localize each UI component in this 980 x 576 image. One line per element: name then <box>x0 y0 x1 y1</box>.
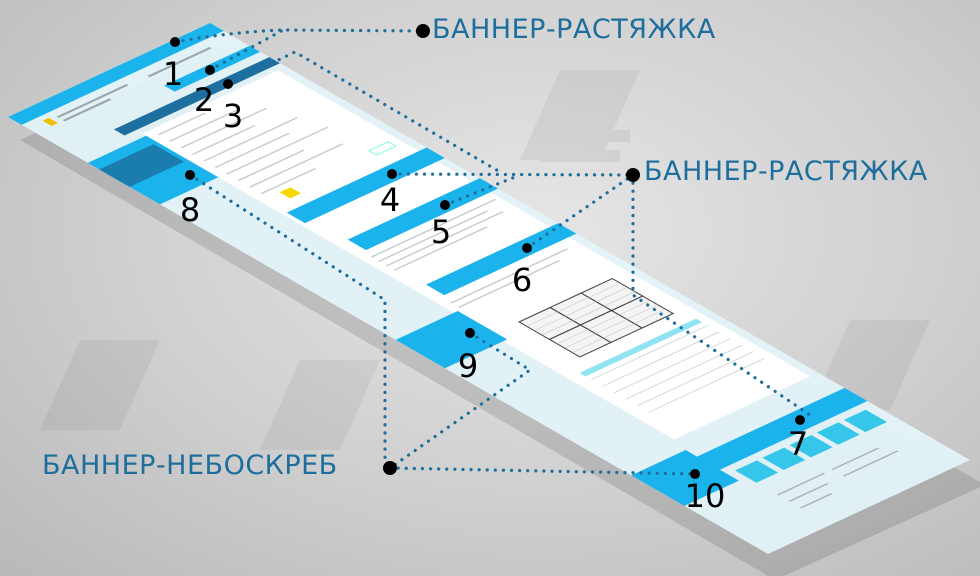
outline-button <box>368 141 397 156</box>
banner-1-top-stretch <box>8 23 224 125</box>
website-mockup <box>8 23 971 555</box>
banner-7-stretch <box>696 387 868 470</box>
banner-10-skyscraper <box>631 450 739 506</box>
tile-grid-hatch <box>526 282 666 353</box>
banner-5-stretch <box>347 178 499 251</box>
marker-1: 1 <box>162 55 184 93</box>
marker-3: 3 <box>222 97 244 135</box>
marker-6: 6 <box>511 261 533 299</box>
sidebar-menu <box>99 144 184 187</box>
header-text <box>42 46 212 126</box>
marker-4: 4 <box>379 181 401 219</box>
marker-7: 7 <box>787 425 809 463</box>
marker-dots <box>170 24 805 479</box>
banner-3-nav <box>113 57 280 136</box>
table-rows <box>590 325 766 413</box>
marker-9: 9 <box>457 347 479 385</box>
marker-2: 2 <box>193 81 215 119</box>
marker-5: 5 <box>430 213 452 251</box>
callout-stretch-banner-right: БАННЕР-РАСТЯЖКА <box>644 156 928 187</box>
marker-8: 8 <box>179 191 201 229</box>
footer-lines <box>776 447 899 509</box>
banner-4-stretch <box>286 147 445 224</box>
marker-10: 10 <box>684 477 726 515</box>
banner-9-skyscraper <box>395 310 508 369</box>
callout-skyscraper-banner: БАННЕР-НЕБОСКРЕБ <box>42 450 338 481</box>
category-tiles <box>735 409 887 483</box>
yellow-button <box>279 187 302 199</box>
table-header <box>579 318 703 377</box>
banner-6-stretch <box>426 223 577 296</box>
connector-lines <box>173 28 812 476</box>
content-lines <box>157 107 569 308</box>
callout-stretch-banner-top: БАННЕР-РАСТЯЖКА <box>432 14 716 45</box>
